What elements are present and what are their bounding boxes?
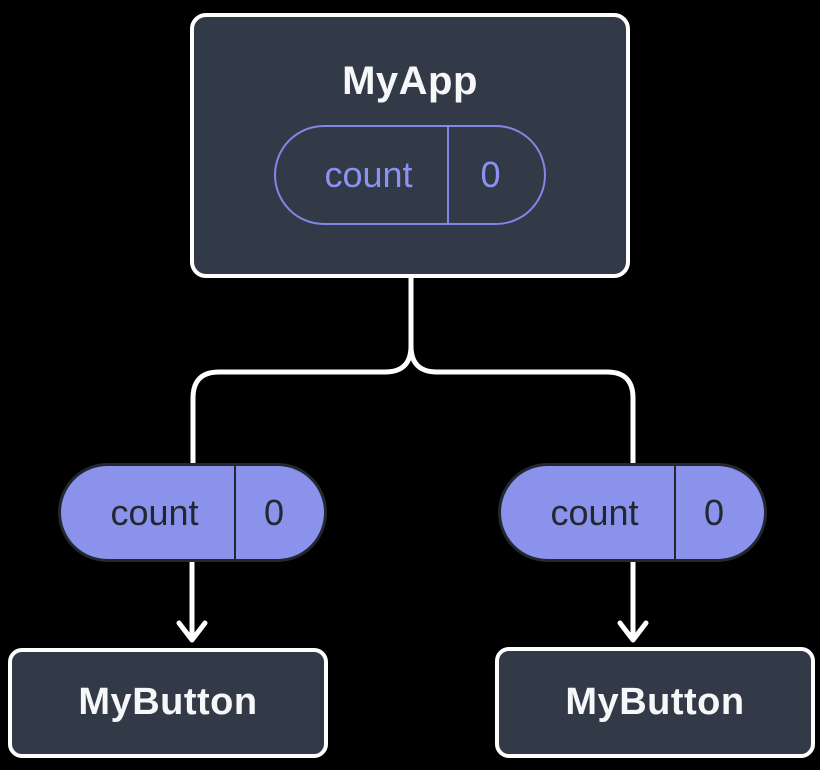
prop-arrow-right-icon xyxy=(617,559,649,643)
myapp-component-box: MyApp count 0 xyxy=(190,13,630,278)
prop-name-right: count xyxy=(501,466,676,559)
tree-branch-right-line xyxy=(408,275,636,469)
mybutton-title-left: MyButton xyxy=(78,681,258,724)
prop-arrow-left-icon xyxy=(176,559,208,643)
prop-pill-right: count 0 xyxy=(498,463,767,562)
myapp-title: MyApp xyxy=(342,59,478,103)
mybutton-component-box-right: MyButton xyxy=(495,647,815,758)
mybutton-title-right: MyButton xyxy=(565,680,745,723)
state-pill: count 0 xyxy=(274,125,546,225)
state-value: 0 xyxy=(480,154,501,195)
prop-pill-left: count 0 xyxy=(58,463,327,562)
prop-value-right: 0 xyxy=(703,491,725,533)
tree-branch-left-line xyxy=(190,275,414,469)
state-name: count xyxy=(276,127,449,223)
prop-value-left: 0 xyxy=(263,491,285,533)
mybutton-component-box-left: MyButton xyxy=(8,648,328,758)
prop-name-left: count xyxy=(61,466,236,559)
